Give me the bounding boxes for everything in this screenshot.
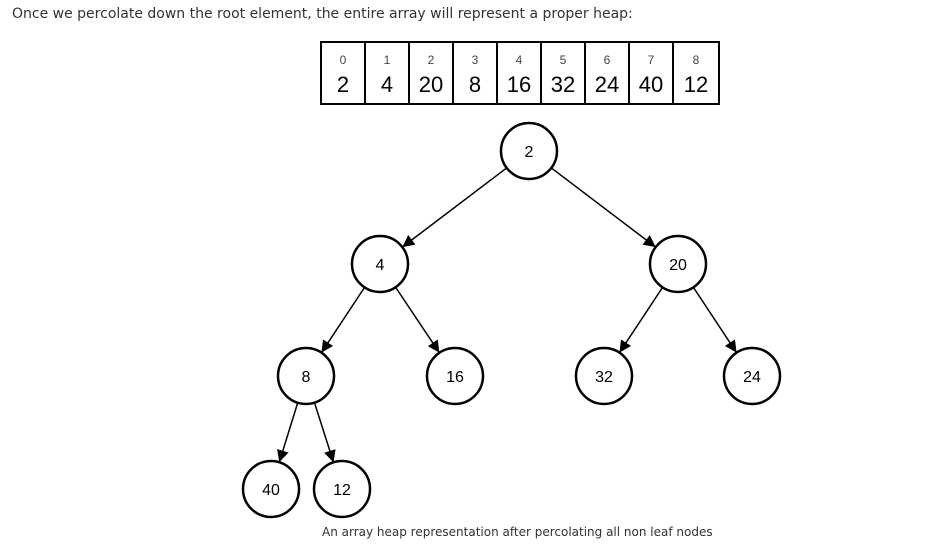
tree-node-8: 12 [312, 459, 372, 519]
edge-1-4 [394, 286, 440, 353]
node-circle [241, 459, 301, 519]
tree-edges [277, 167, 737, 463]
node-label: 8 [302, 369, 311, 386]
tree-node-1: 4 [350, 234, 410, 294]
node-circle [276, 346, 336, 406]
array-value-3: 8 [468, 72, 482, 97]
node-label: 2 [525, 144, 534, 161]
node-label: 32 [595, 369, 613, 386]
node-circle [722, 346, 782, 406]
node-circle [648, 234, 708, 294]
array-value-0: 2 [336, 72, 350, 97]
node-circle [350, 234, 410, 294]
array-value-1: 4 [380, 72, 394, 97]
edge-3-8 [313, 402, 336, 463]
node-label: 16 [446, 369, 464, 386]
tree-node-3: 8 [276, 346, 336, 406]
array-value-7: 40 [638, 72, 664, 97]
edge-0-2 [550, 167, 656, 248]
node-label: 20 [669, 257, 687, 274]
node-circle [425, 346, 485, 406]
array-value-4: 16 [506, 72, 532, 97]
edge-0-1 [402, 167, 508, 248]
figure-caption: An array heap representation after perco… [322, 525, 713, 539]
tree-node-4: 16 [425, 346, 485, 406]
array-index-3: 3 [471, 53, 479, 67]
array-index-7: 7 [647, 53, 655, 67]
node-circle [312, 459, 372, 519]
array-index-5: 5 [559, 53, 567, 67]
array-index-8: 8 [692, 53, 700, 67]
array-value-5: 32 [550, 72, 576, 97]
node-circle [499, 121, 559, 181]
tree-node-7: 40 [241, 459, 301, 519]
array-index-4: 4 [515, 53, 523, 67]
edge-2-6 [692, 286, 737, 353]
node-label: 12 [333, 482, 351, 499]
tree-node-2: 20 [648, 234, 708, 294]
array-index-6: 6 [603, 53, 611, 67]
edge-2-5 [619, 286, 664, 353]
node-circle [574, 346, 634, 406]
array-index-0: 0 [339, 53, 347, 67]
node-label: 40 [262, 482, 280, 499]
edge-1-3 [321, 286, 366, 353]
tree-node-0: 2 [499, 121, 559, 181]
tree-node-5: 32 [574, 346, 634, 406]
array-index-1: 1 [383, 53, 391, 67]
tree-node-6: 24 [722, 346, 782, 406]
edge-3-7 [277, 402, 299, 463]
array-value-2: 20 [418, 72, 444, 97]
array-value-8: 12 [683, 72, 709, 97]
node-label: 4 [376, 257, 385, 274]
intro-text: Once we percolate down the root element,… [12, 6, 633, 22]
array-index-2: 2 [427, 53, 435, 67]
node-label: 24 [743, 369, 761, 386]
array-value-6: 24 [594, 72, 620, 97]
